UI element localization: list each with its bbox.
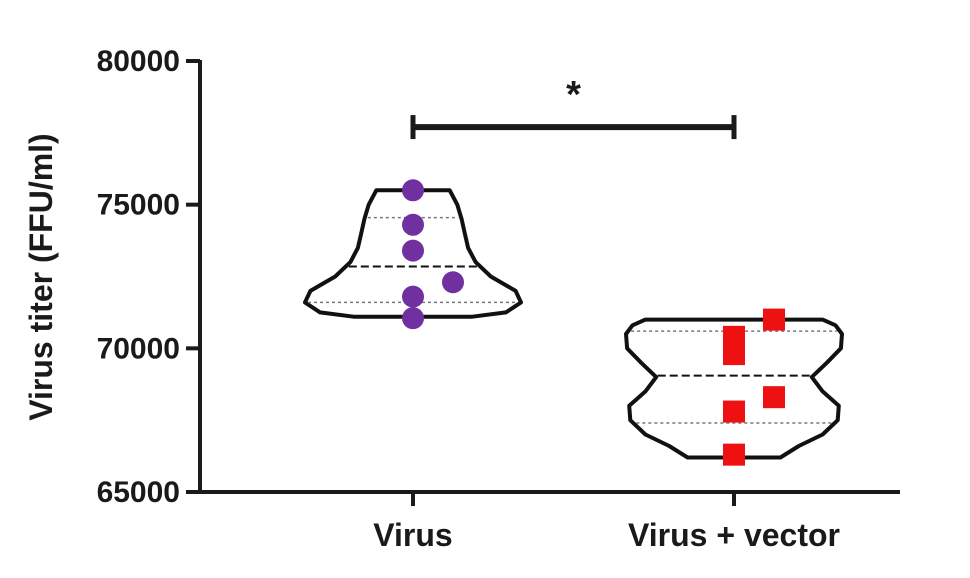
data-point [723,343,745,366]
y-tick-label: 70000 [97,332,180,365]
y-axis-title: Virus titer (FFU/ml) [23,133,59,420]
data-point [442,271,464,294]
data-point [723,400,745,423]
x-tick-label: Virus + vector [628,517,840,553]
data-point [402,213,424,236]
y-tick-label: 80000 [97,45,180,78]
y-tick-label: 65000 [97,476,180,509]
significance-label: * [566,74,581,116]
data-point [723,325,745,348]
data-point [723,443,745,466]
y-tick-label: 75000 [97,189,180,222]
x-tick-label: Virus [373,517,452,553]
data-point [402,179,424,202]
data-point [402,285,424,308]
data-point [763,386,785,409]
data-point [763,308,785,331]
data-point [402,307,424,330]
data-point [402,239,424,262]
